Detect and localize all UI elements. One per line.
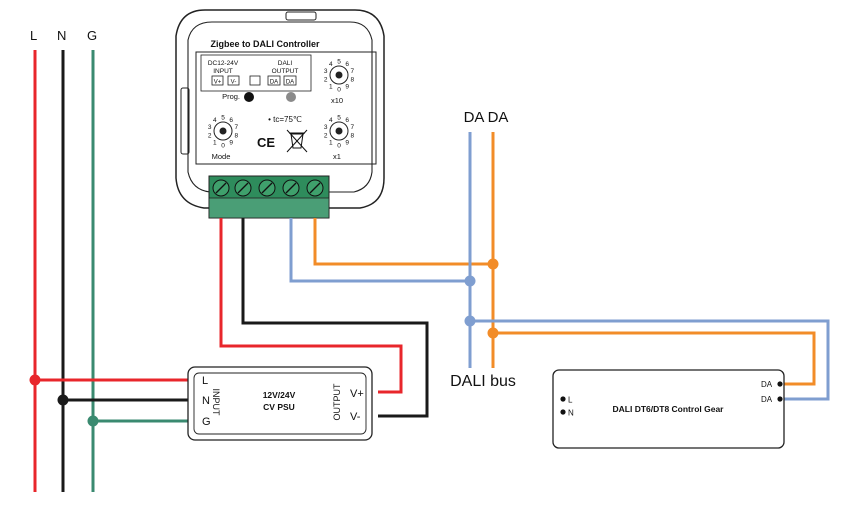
gear-pin-da1: DA [761,380,773,389]
prog-label: Prog. [222,92,240,101]
dial-digit: 9 [229,140,233,147]
psu-pin-vminus: V- [350,411,361,423]
dali-junction-dot [464,275,476,287]
psu-device: L N G INPUT 12V/24V CV PSU OUTPUT V+ V- [187,366,373,441]
dali-junction-dot [487,258,499,270]
dial-digit: 2 [324,77,328,84]
dial-digit: 8 [234,133,238,140]
dial-digit: 0 [337,86,341,93]
screw-slot [237,182,249,194]
mains-n-label: N [57,28,66,43]
input-label-1: DC12-24V [208,60,239,67]
input-label-2: INPUT [213,68,233,75]
dial-digit: 6 [345,61,349,68]
output-label-2: OUTPUT [272,68,299,75]
blank-pin-box [249,75,261,86]
controller-da2-wire [313,218,493,266]
dial-digit: 5 [221,114,225,121]
neutral-junction-dot [57,394,69,406]
psu-pin-n: N [202,395,210,407]
dali-da-label-2: DA [488,109,509,126]
dial-digit: 7 [234,124,238,131]
dial-digit: 4 [213,117,217,124]
x1-dial[interactable] [329,121,349,141]
dial-digit: 3 [324,68,328,75]
live-junction-dot [29,374,41,386]
dali-bus-label: DALI bus [450,373,516,390]
mains-l-label: L [30,28,37,43]
psu-vminus-wire [241,218,429,418]
mode-label: Mode [212,152,231,161]
gear-da2-wire [470,319,830,401]
controller-device: Zigbee to DALI Controller DC12-24V INPUT… [175,9,385,219]
input-pin-minus: V- [231,80,237,86]
x1-label: x1 [333,152,341,161]
dial-digit: 3 [208,124,212,131]
psu-pin-vplus: V+ [350,388,364,400]
input-pin-plus: V+ [214,80,222,86]
dial-digit: 1 [329,84,333,91]
dial-digit: 3 [324,124,328,131]
output-pin-1: DA [270,80,278,86]
dali-junction-dot [464,315,476,327]
psu-input-label: INPUT [211,389,221,417]
psu-title-1: 12V/24V [263,390,296,400]
gear-pin-l: L [568,396,573,405]
ground-junction-dot [87,415,99,427]
output-pin-2: DA [286,80,294,86]
controller-title: Zigbee to DALI Controller [211,39,320,49]
dali-da-label-1: DA [464,109,485,126]
gear-pin-n: N [568,409,574,418]
dial-digit: 7 [350,124,354,131]
screw-slot [215,182,227,194]
output-label-1: DALI [278,60,293,67]
psu-title-2: CV PSU [263,402,295,412]
dial-digit: 1 [213,140,217,147]
dial-digit: 9 [345,140,349,147]
dial-digit: 0 [221,142,225,149]
dial-digit: 5 [337,114,341,121]
mains-g-label: G [87,28,97,43]
dial-digit: 6 [229,117,233,124]
dial-digit: 7 [350,68,354,75]
psu-pin-g: G [202,416,211,428]
tc-label: • tc=75℃ [268,115,302,124]
controller-terminal-block [208,175,330,219]
gear-da1-wire [493,331,816,386]
ce-mark: CE [257,135,275,150]
x10-label: x10 [331,96,343,105]
dial-digit: 2 [324,133,328,140]
mode-dial[interactable] [213,121,233,141]
controller-da1-wire [289,218,470,283]
dial-digit: 4 [329,61,333,68]
weee-bin-icon [286,129,308,153]
screw-slot [261,182,273,194]
psu-output-label: OUTPUT [332,383,342,421]
status-led [286,92,296,102]
dali-junction-dot [487,327,499,339]
dial-digit: 2 [208,133,212,140]
x10-dial[interactable] [329,65,349,85]
dali-control-gear: L N DALI DT6/DT8 Control Gear DA DA [552,369,785,449]
prog-button[interactable] [244,92,254,102]
gear-title: DALI DT6/DT8 Control Gear [613,404,725,414]
dial-digit: 1 [329,140,333,147]
screw-slot [309,182,321,194]
dial-digit: 8 [350,77,354,84]
gear-pin-da2: DA [761,395,773,404]
psu-vplus-wire [219,218,403,394]
dial-digit: 5 [337,58,341,65]
psu-pin-l: L [202,375,208,387]
dial-digit: 9 [345,84,349,91]
screw-slot [285,182,297,194]
dial-digit: 6 [345,117,349,124]
dial-digit: 4 [329,117,333,124]
dial-digit: 0 [337,142,341,149]
dial-digit: 8 [350,133,354,140]
